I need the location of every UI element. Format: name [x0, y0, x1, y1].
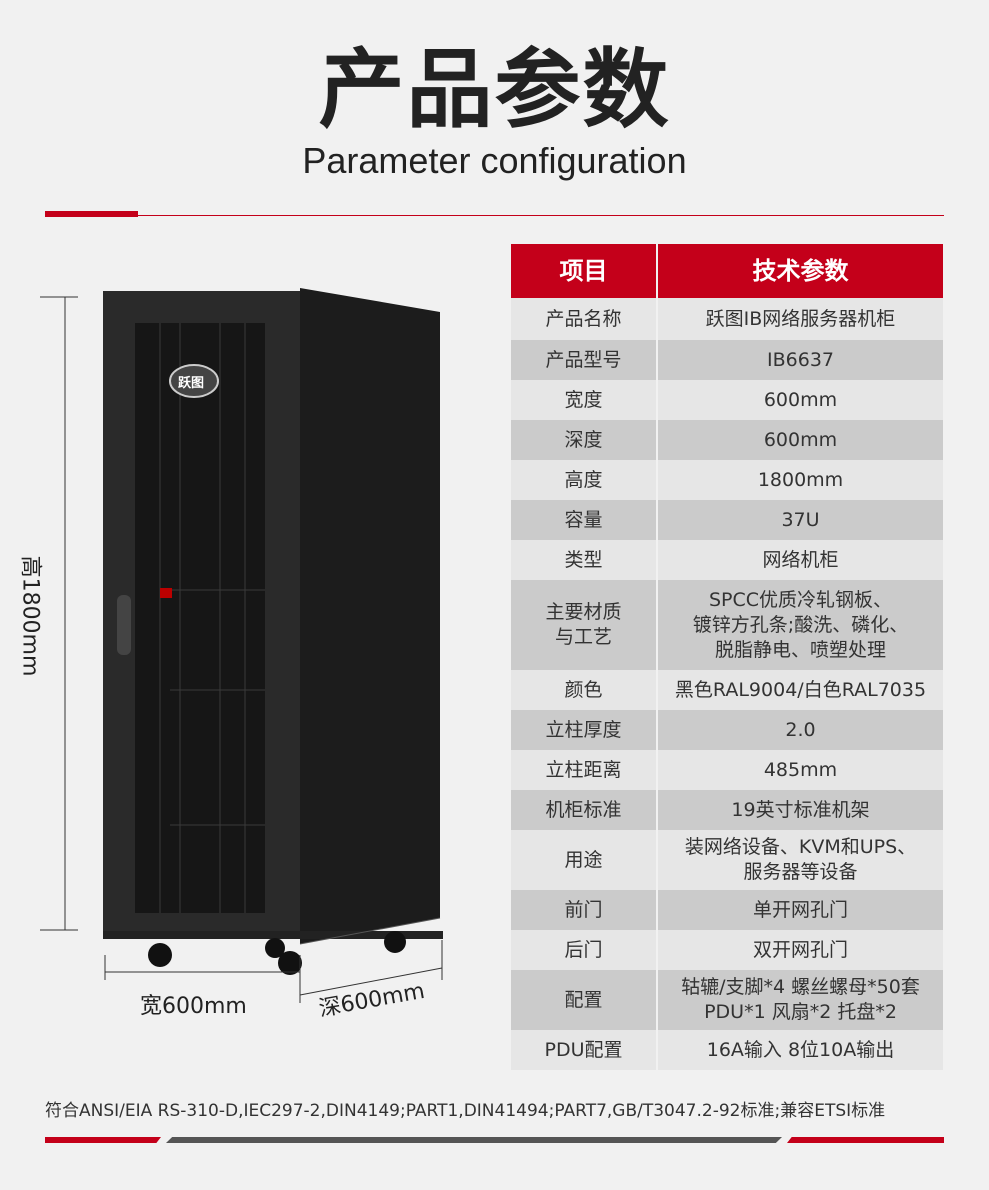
cabinet-logo: 跃图 [178, 376, 205, 391]
table-row: 用途装网络设备、KVM和UPS、服务器等设备 [511, 830, 943, 890]
header-item: 项目 [511, 244, 656, 298]
width-label: 宽600mm [140, 994, 247, 1019]
divider-accent [45, 211, 138, 217]
height-label: 高1800mm [17, 555, 43, 677]
table-row: 后门双开网孔门 [511, 930, 943, 970]
header-spec: 技术参数 [658, 244, 943, 298]
divider [45, 215, 944, 216]
footer-bar-left [45, 1137, 161, 1143]
footer-bar-middle [166, 1137, 782, 1143]
cabinet-image [40, 288, 443, 1003]
page-subtitle: Parameter configuration [302, 140, 687, 181]
table-row: 类型网络机柜 [511, 540, 943, 580]
page-title: 产品参数 [318, 40, 671, 140]
table-row: 前门单开网孔门 [511, 890, 943, 930]
standards-note: 符合ANSI/EIA RS-310-D,IEC297-2,DIN4149;PAR… [45, 1101, 886, 1121]
footer-bar-right [787, 1137, 944, 1143]
table-row: 颜色黑色RAL9004/白色RAL7035 [511, 670, 943, 710]
table-row: 产品名称跃图IB网络服务器机柜 [511, 298, 943, 340]
